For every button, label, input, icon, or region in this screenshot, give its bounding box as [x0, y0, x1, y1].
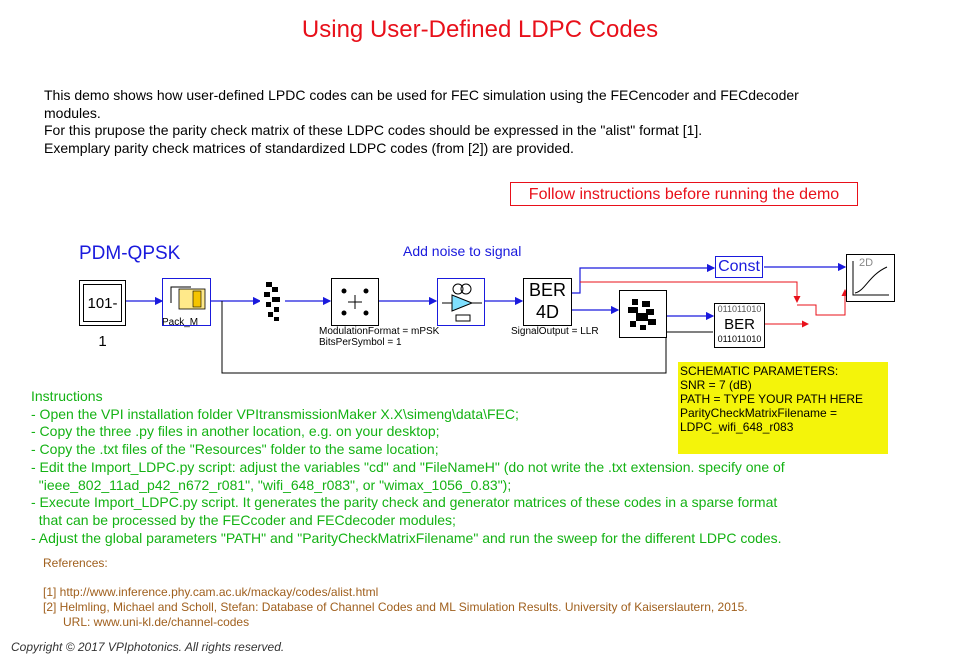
instruction-item: - Adjust the global parameters "PATH" an… — [31, 529, 782, 546]
fec-decoder-block[interactable] — [619, 290, 667, 338]
pack-icon — [170, 286, 206, 310]
schematic-wires — [126, 262, 849, 374]
references: References: [1] http://www.inference.phy… — [43, 556, 748, 630]
parameter-line: PATH = TYPE YOUR PATH HERE — [680, 392, 864, 406]
amplifier-icon — [442, 283, 482, 322]
wire — [580, 281, 801, 303]
ber-bits-bottom: 011011010 — [717, 334, 762, 344]
reference-link[interactable]: [1] http://www.inference.phy.cam.ac.uk/m… — [43, 585, 379, 599]
reference-link[interactable]: URL: www.uni-kl.de/channel-codes — [43, 615, 250, 629]
description: This demo shows how user-defined LPDC co… — [44, 87, 924, 157]
fec-encoder-block[interactable] — [260, 278, 285, 326]
description-line: Exemplary parity check matrices of stand… — [44, 139, 574, 156]
matrix-icon — [628, 299, 656, 330]
section-label: PDM-QPSK — [79, 243, 181, 264]
description-line: For this prupose the parity check matrix… — [44, 122, 703, 138]
copyright: Copyright © 2017 VPIphotonics. All right… — [11, 640, 285, 654]
modulator-block[interactable] — [331, 278, 379, 326]
constellation-icon — [341, 288, 369, 316]
noise-block[interactable] — [437, 278, 485, 326]
ber-4d-param: SignalOutput = LLR — [511, 326, 599, 337]
references-heading: References: — [43, 556, 108, 570]
ber-4d-line1: BER — [528, 280, 566, 300]
wire — [797, 289, 849, 316]
reference-item: [2] Helmling, Michael and Scholl, Stefan… — [43, 600, 748, 614]
modulator-param: BitsPerSymbol = 1 — [319, 337, 402, 348]
matrix-icon — [264, 282, 280, 321]
instruction-item: - Execute Import_LDPC.py script. It gene… — [31, 494, 778, 511]
ber-label: BER — [724, 316, 755, 333]
parameter-line: ParityCheckMatrixFilename = — [680, 406, 838, 420]
plot-label: 2D — [859, 257, 874, 269]
parameter-line: SNR = 7 (dB) — [680, 378, 752, 392]
page-title: Using User-Defined LDPC Codes — [301, 16, 659, 43]
description-line: This demo shows how user-defined LPDC co… — [44, 87, 799, 103]
ber-bits-top: 011011010 — [717, 304, 762, 314]
bit-source-block[interactable]: 101-1 — [79, 280, 126, 350]
parameter-line: LDPC_wifi_648_r083 — [680, 420, 794, 434]
pack-label: Pack_M — [162, 317, 199, 328]
ber-4d-block[interactable]: BER 4D — [523, 278, 572, 326]
pack-block[interactable] — [162, 278, 211, 326]
bit-source-label: 101-1 — [83, 284, 122, 350]
wire — [572, 263, 716, 294]
description-line: modules. — [44, 104, 101, 121]
instruction-item: - Edit the Import_LDPC.py script: adjust… — [31, 458, 785, 475]
plot-icon — [852, 261, 889, 296]
instruction-item: - Copy the .txt files of the "Resources"… — [31, 441, 439, 458]
const-button[interactable]: Const — [715, 256, 763, 278]
plot-2d-block[interactable]: 2D — [846, 254, 895, 302]
ber-4d-line2: 4D — [535, 302, 559, 322]
instruction-item: - Open the VPI installation folder VPItr… — [31, 405, 519, 422]
instruction-item: that can be processed by the FECcoder an… — [31, 511, 456, 528]
parameters-header: SCHEMATIC PARAMETERS: — [680, 364, 839, 378]
wire — [221, 301, 713, 374]
instruction-item: - Copy the three .py files in another lo… — [31, 423, 440, 440]
schematic-parameters: SCHEMATIC PARAMETERS: SNR = 7 (dB) PATH … — [678, 362, 888, 454]
warning-box: Follow instructions before running the d… — [510, 182, 858, 206]
instructions-heading: Instructions — [31, 388, 103, 404]
ber-block[interactable]: 011011010 BER 011011010 — [714, 303, 765, 348]
instruction-item: "ieee_802_11ad_p42_n672_r081", "wifi_648… — [31, 476, 512, 493]
noise-label: Add noise to signal — [403, 243, 522, 259]
instructions: Instructions - Open the VPI installation… — [31, 388, 931, 547]
modulator-param: ModulationFormat = mPSK — [319, 326, 440, 337]
